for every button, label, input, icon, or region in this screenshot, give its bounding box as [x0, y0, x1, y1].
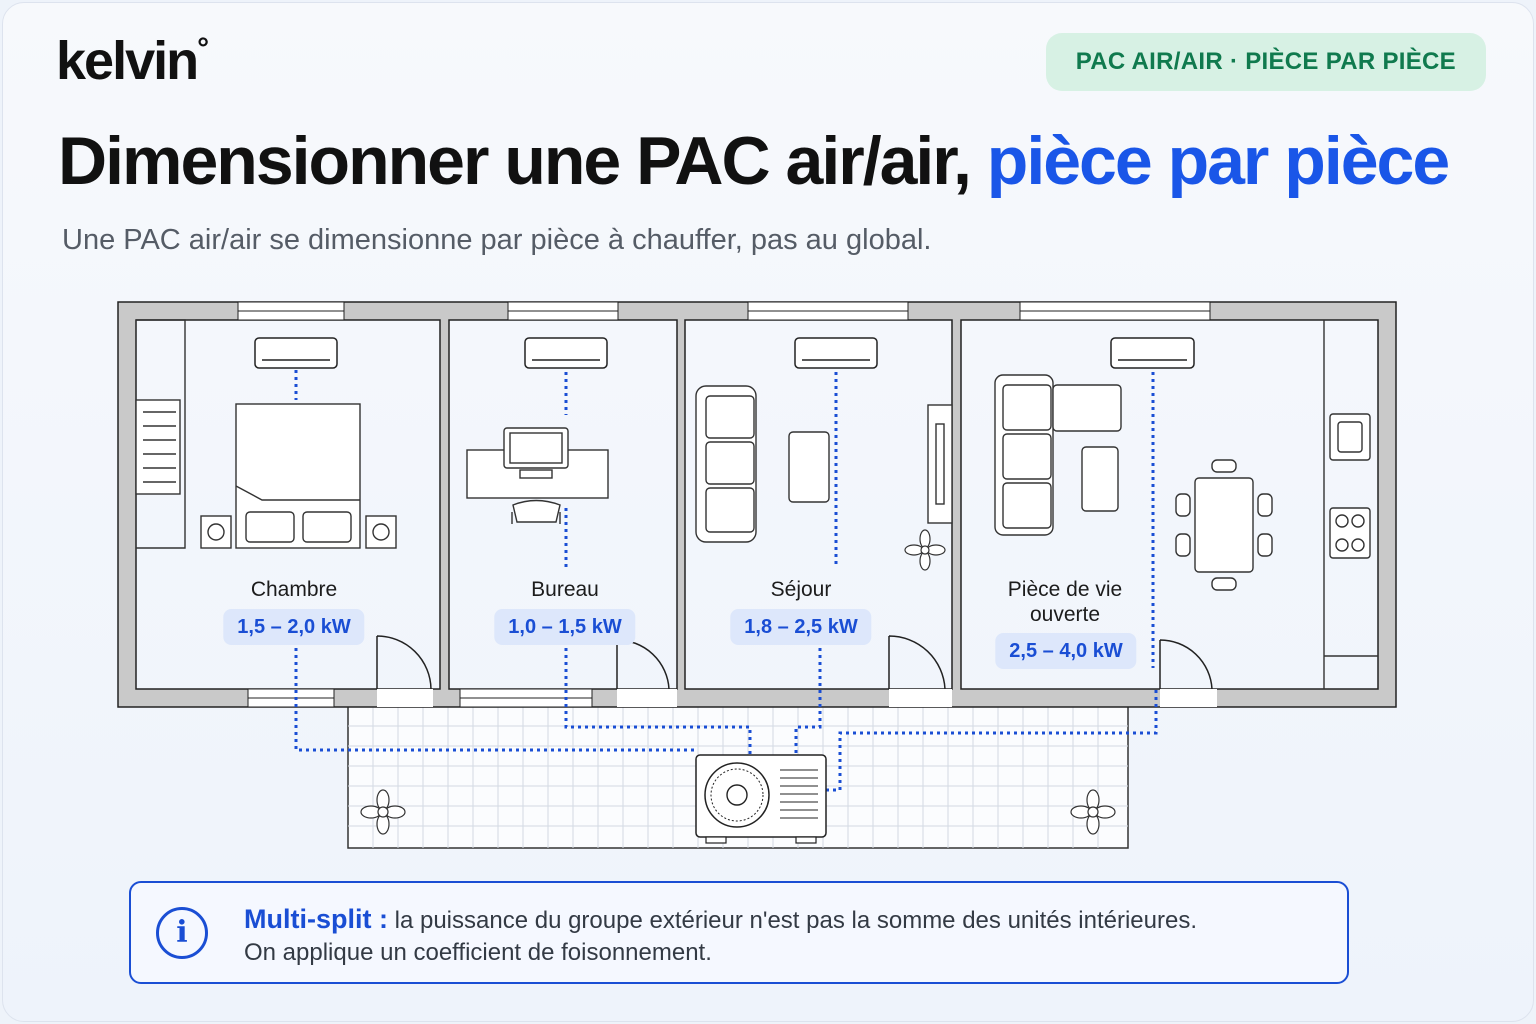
power-badge-chambre: 1,5 – 2,0 kW	[223, 609, 365, 645]
open-room-furniture	[994, 320, 1378, 689]
info-label: Multi-split :	[244, 904, 388, 934]
room-name-sejour: Séjour	[770, 578, 832, 601]
outdoor-unit	[695, 754, 827, 844]
page-subtitle: Une PAC air/air se dimensionne par pièce…	[62, 224, 932, 256]
title-highlight: pièce par pièce	[986, 123, 1450, 199]
info-text: Multi-split : la puissance du groupe ext…	[244, 904, 1197, 966]
indoor-units	[254, 337, 1195, 369]
brand-logo: kelvin°	[56, 31, 210, 91]
bedroom-furniture	[135, 319, 397, 549]
page-title: Dimensionner une PAC air/air, pièce par …	[58, 123, 1450, 199]
living-furniture	[695, 385, 953, 543]
info-icon: i	[156, 907, 208, 959]
plant-icons	[360, 529, 1116, 835]
room-name-chambre: Chambre	[250, 578, 338, 601]
walls	[117, 301, 1397, 708]
category-tag: PAC AIR/AIR · PIÈCE PAR PIÈCE	[1045, 33, 1486, 91]
office-furniture	[466, 427, 609, 524]
power-badge-bureau: 1,0 – 1,5 kW	[494, 609, 636, 645]
room-name-bureau: Bureau	[531, 578, 599, 601]
refrigerant-lines	[294, 370, 1158, 792]
doors	[376, 635, 1213, 690]
power-badge-piece-de-vie: 2,5 – 4,0 kW	[995, 633, 1137, 669]
power-badge-sejour: 1,8 – 2,5 kW	[730, 609, 872, 645]
info-box: i Multi-split : la puissance du groupe e…	[129, 881, 1349, 984]
